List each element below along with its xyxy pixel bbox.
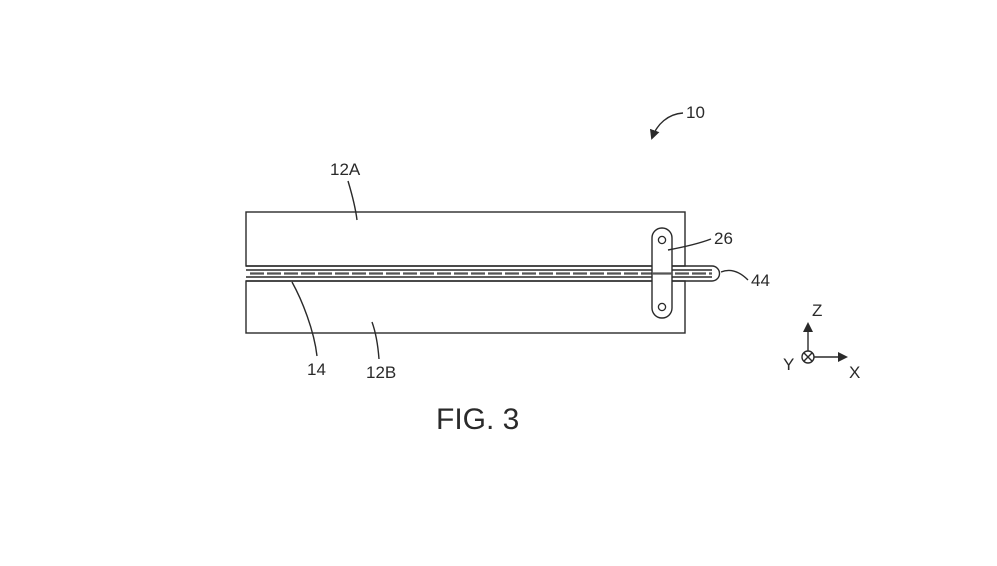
leader-12b bbox=[371, 321, 380, 360]
leader-44 bbox=[720, 269, 749, 281]
label-12a: 12A bbox=[330, 160, 361, 179]
axis-label-y: Y bbox=[783, 355, 794, 374]
leader-14 bbox=[291, 281, 318, 357]
leader-12a bbox=[347, 180, 358, 221]
label-44: 44 bbox=[751, 271, 770, 290]
hinge-strip bbox=[246, 265, 721, 282]
bracket-hole-top bbox=[657, 235, 667, 245]
label-10: 10 bbox=[686, 103, 705, 122]
axis-label-z: Z bbox=[812, 301, 822, 320]
leader-26 bbox=[667, 238, 712, 251]
axes-indicator: Z Y X bbox=[783, 301, 860, 382]
label-14: 14 bbox=[307, 360, 326, 379]
upper-housing bbox=[245, 211, 686, 267]
lower-housing bbox=[245, 280, 686, 334]
label-12b: 12B bbox=[366, 363, 396, 382]
bracket-hole-bottom bbox=[657, 302, 667, 312]
leader-arrow-10 bbox=[649, 112, 684, 140]
bracket bbox=[651, 227, 673, 319]
label-26: 26 bbox=[714, 229, 733, 248]
axis-label-x: X bbox=[849, 363, 860, 382]
figure-caption: FIG. 3 bbox=[436, 403, 519, 436]
